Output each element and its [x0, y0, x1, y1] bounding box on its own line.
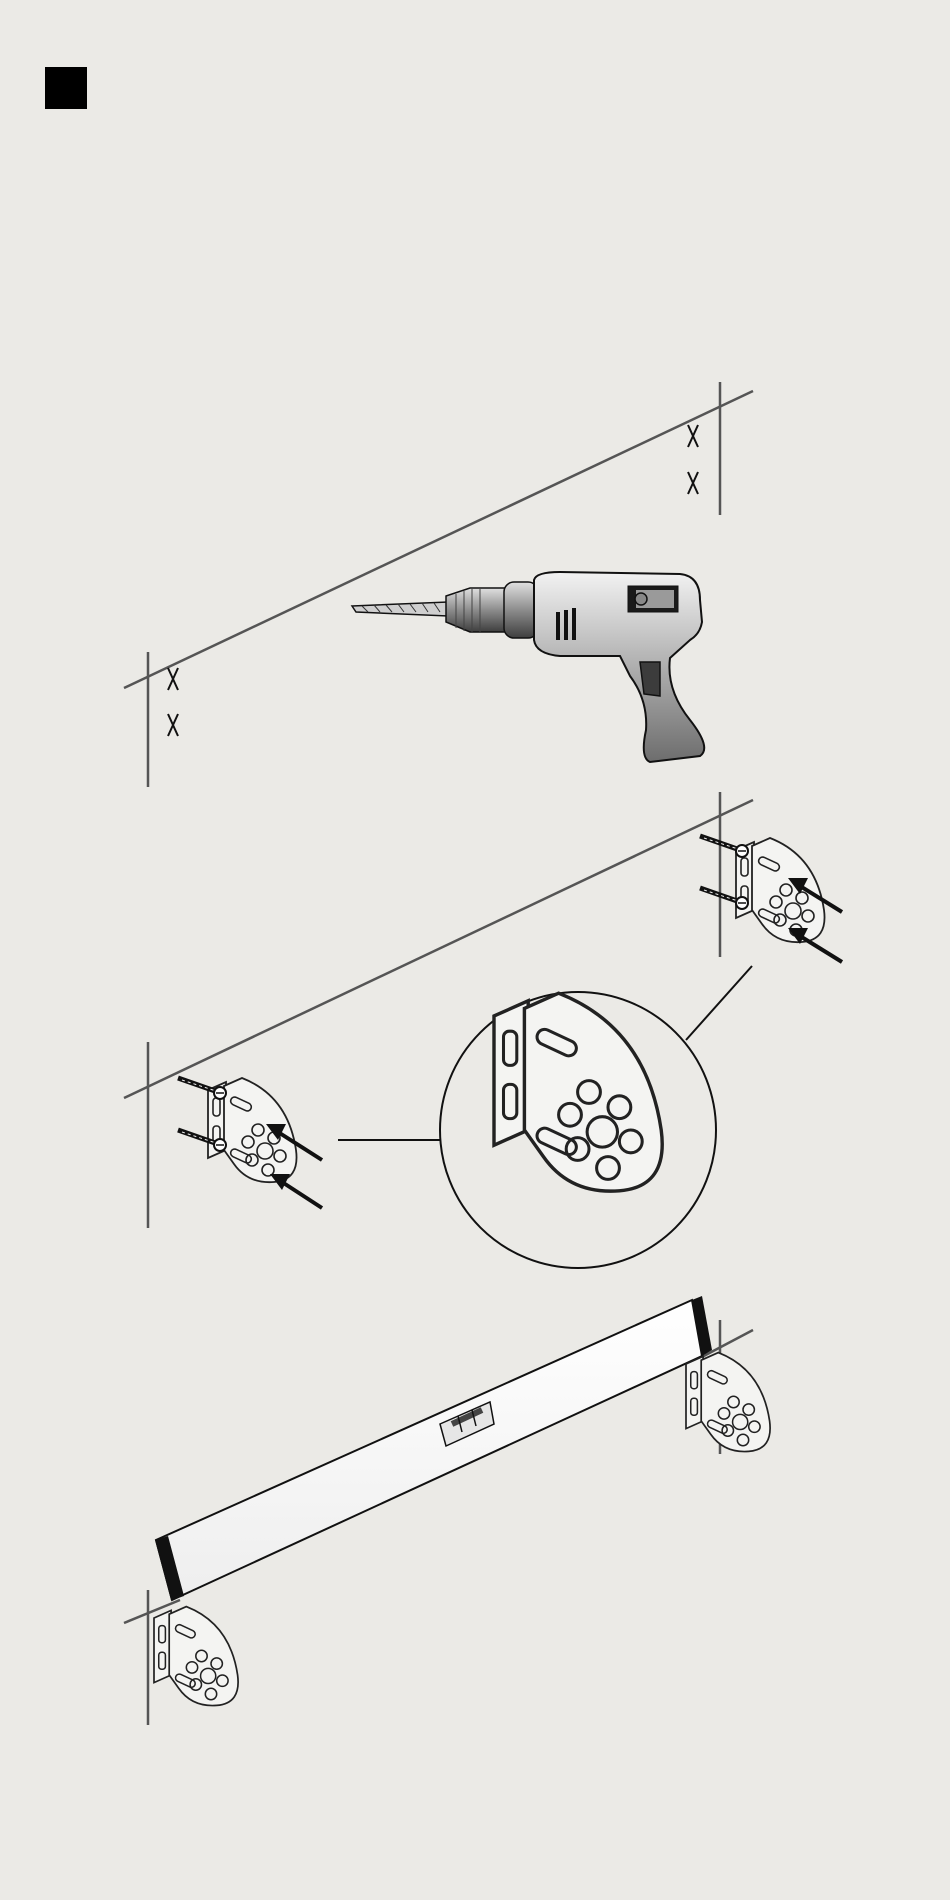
bracket-detail	[338, 966, 752, 1268]
level-check	[124, 1296, 770, 1725]
drill-icon	[352, 572, 704, 762]
bracket-icon	[686, 1353, 770, 1452]
mark-drill-holes	[124, 382, 753, 787]
spirit-level-icon	[156, 1296, 712, 1600]
bracket-icon	[154, 1607, 238, 1706]
bracket-icon	[736, 838, 825, 942]
